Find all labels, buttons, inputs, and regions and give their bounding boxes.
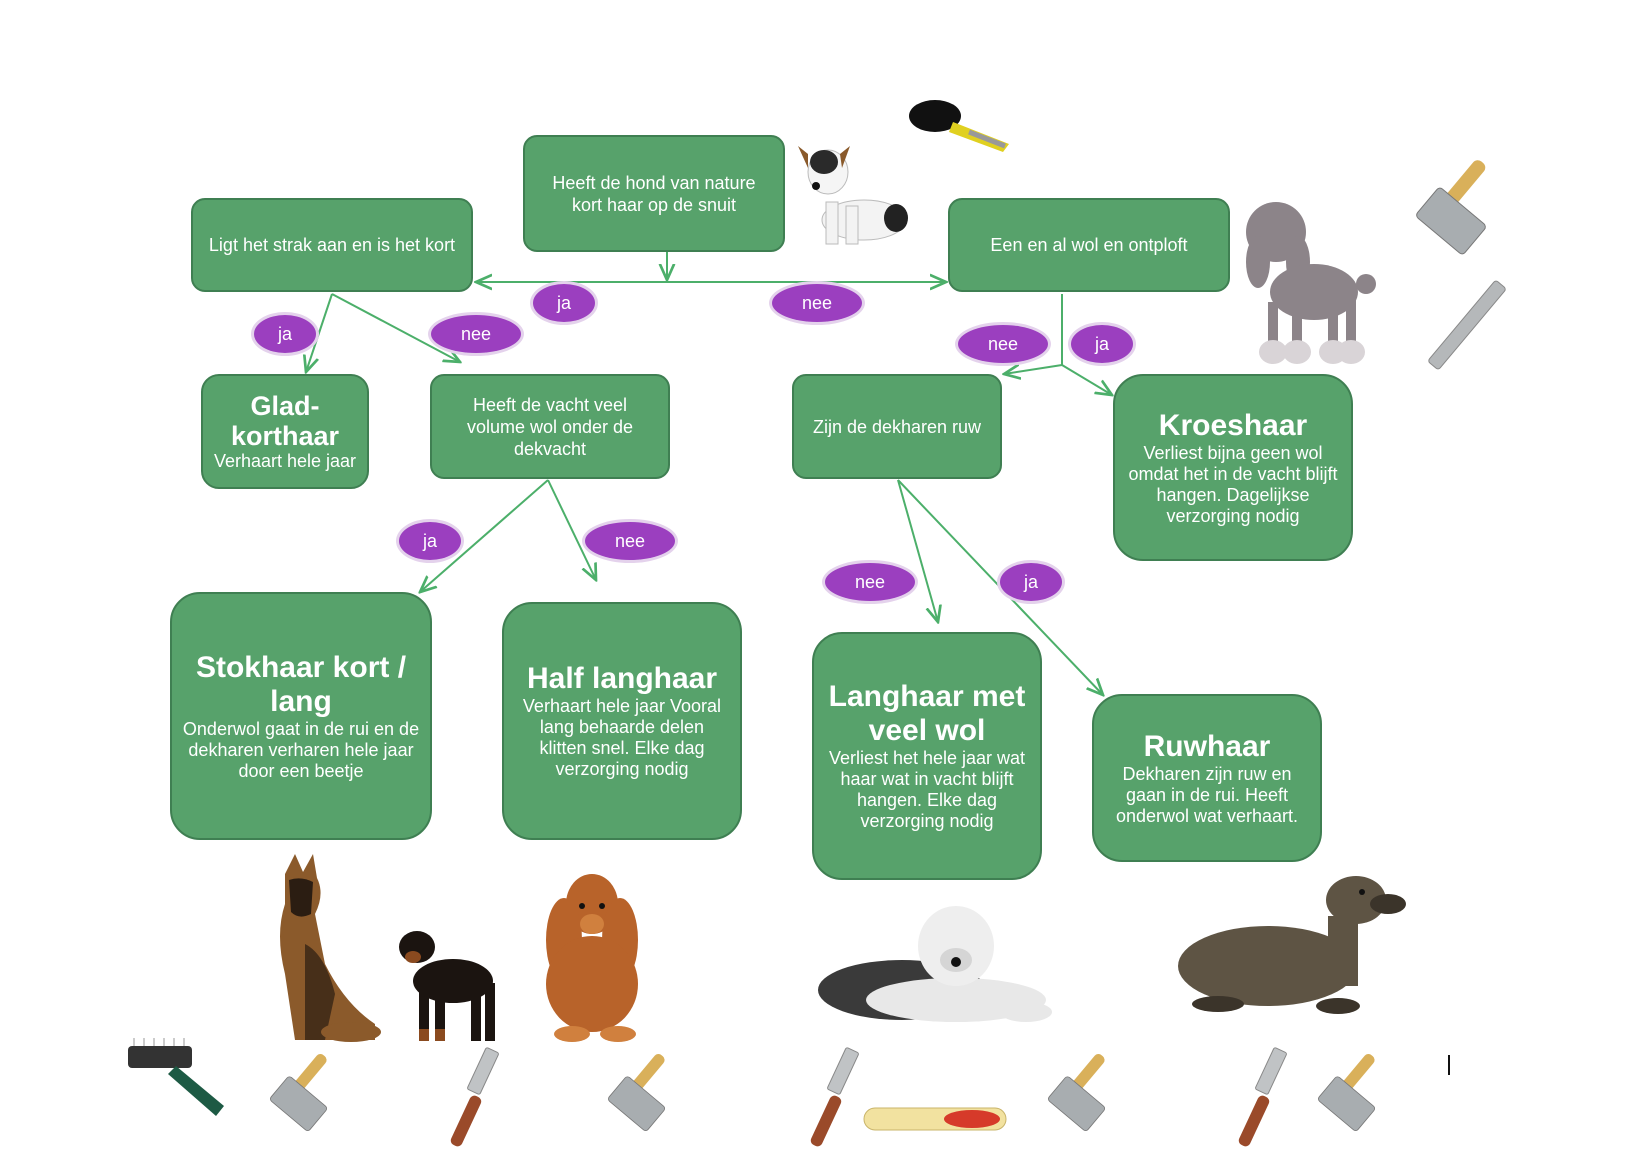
result-box-stokhaar: Stokhaar kort / lang Onderwol gaat in de… — [170, 592, 432, 840]
arrow-q2-nee — [331, 293, 460, 362]
label-nee-q2: nee — [431, 315, 521, 353]
result-gladkorthaar-title: Glad-korthaar — [230, 391, 340, 451]
question-q3-text: Een en al wol en ontploft — [990, 235, 1188, 255]
arrow-q4-nee — [547, 479, 596, 580]
label-nee-q1: nee — [772, 284, 862, 322]
rottweiler-dog-image — [399, 931, 495, 1041]
round-brush-icon — [909, 100, 1009, 152]
result-langhaar-desc: Verliest het hele jaar wat haar wat in v… — [828, 748, 1026, 831]
result-ruwhaar-title: Ruwhaar — [1143, 729, 1271, 763]
question-q4-text: Heeft de vacht veel volume wol onder de … — [466, 394, 634, 459]
label-ja-q2: ja — [254, 315, 316, 353]
slicker-brush-icon — [1048, 1054, 1106, 1132]
comb-with-handle-icon — [810, 1047, 859, 1147]
question-q2-text: Ligt het strak aan en is het kort — [208, 235, 456, 255]
undercoat-rake-icon — [128, 1038, 224, 1116]
result-ruwhaar-desc: Dekharen zijn ruw en gaan in de rui. Hee… — [1115, 763, 1299, 826]
question-box-q5: Zijn de dekharen ruw — [792, 374, 1002, 479]
arrow-q4-ja — [420, 479, 549, 592]
result-box-half-langhaar: Half langhaar Verhaart hele jaar Vooral … — [502, 602, 742, 840]
label-ja-q5: ja — [1000, 563, 1062, 601]
arrow-q2-ja — [306, 293, 333, 372]
question-box-q1: Heeft de hond van nature kort haar op de… — [523, 135, 785, 252]
label-nee-q5: nee — [825, 563, 915, 601]
arrow-q5-nee — [897, 479, 938, 622]
german-shepherd-dog-image — [280, 854, 381, 1042]
comb-with-handle-icon — [450, 1047, 499, 1147]
wirehaired-dachshund-image — [1178, 876, 1406, 1014]
result-box-ruwhaar: Ruwhaar Dekharen zijn ruw en gaan in de … — [1092, 694, 1322, 862]
slicker-brush-icon — [608, 1054, 666, 1132]
cocker-spaniel-dog-image — [546, 874, 638, 1042]
question-q1-text: Heeft de hond van nature kort haar op de… — [552, 172, 756, 215]
result-gladkorthaar-desc: Verhaart hele jaar — [213, 451, 357, 471]
result-stokhaar-title: Stokhaar kort / lang — [195, 650, 407, 718]
text-cursor — [1448, 1055, 1450, 1075]
label-ja-q3: ja — [1071, 325, 1133, 363]
comb-icon — [1428, 280, 1506, 370]
result-box-gladkorthaar: Glad-korthaar Verhaart hele jaar — [201, 374, 369, 489]
old-english-sheepdog-image — [818, 906, 1052, 1022]
result-box-langhaar: Langhaar met veel wol Verliest het hele … — [812, 632, 1042, 880]
label-nee-q3: nee — [958, 325, 1048, 363]
result-kroeshaar-title: Kroeshaar — [1158, 408, 1308, 442]
label-nee-q4: nee — [585, 522, 675, 560]
comb-with-handle-icon — [1238, 1047, 1287, 1147]
result-langhaar-title: Langhaar met veel wol — [828, 680, 1026, 747]
bristle-brush-icon — [863, 1107, 1007, 1131]
label-ja-q4: ja — [399, 522, 461, 560]
result-box-kroeshaar: Kroeshaar Verliest bijna geen wol omdat … — [1113, 374, 1353, 561]
slicker-brush-icon — [1318, 1054, 1376, 1132]
label-ja-q1: ja — [533, 284, 595, 322]
arrow-q3-nee — [1004, 365, 1063, 374]
arrow-q3-ja — [1061, 364, 1112, 395]
result-half-langhaar-desc: Verhaart hele jaar Vooral lang behaarde … — [522, 696, 722, 779]
result-kroeshaar-desc: Verliest bijna geen wol omdat het in de … — [1128, 442, 1338, 526]
jack-russell-dog-image — [798, 146, 908, 245]
question-box-q2: Ligt het strak aan en is het kort — [191, 198, 473, 292]
slicker-brush-icon — [1416, 160, 1486, 255]
question-box-q4: Heeft de vacht veel volume wol onder de … — [430, 374, 670, 479]
slicker-brush-icon — [270, 1054, 328, 1132]
poodle-dog-image — [1246, 202, 1376, 364]
result-half-langhaar-title: Half langhaar — [526, 662, 718, 695]
question-q5-text: Zijn de dekharen ruw — [812, 416, 982, 437]
result-stokhaar-desc: Onderwol gaat in de rui en de dekharen v… — [182, 718, 420, 781]
question-box-q3: Een en al wol en ontploft — [948, 198, 1230, 292]
